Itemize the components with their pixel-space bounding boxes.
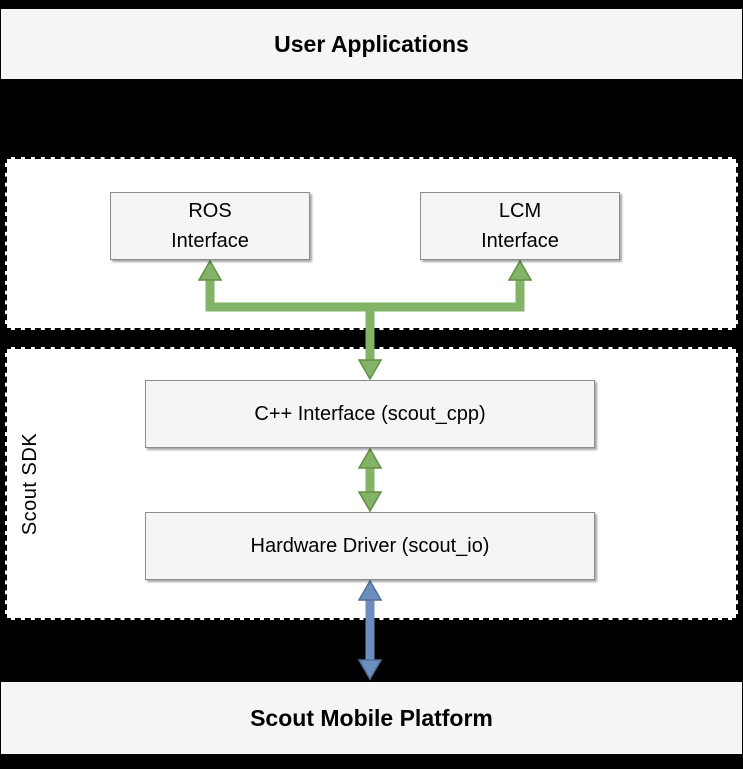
node-user-applications: User Applications	[0, 8, 743, 80]
node-lcm-interface: LCM Interface	[420, 192, 620, 260]
node-hardware-driver: Hardware Driver (scout_io)	[145, 512, 595, 580]
node-scout-mobile-platform: Scout Mobile Platform	[0, 681, 743, 755]
node-ros-interface: ROS Interface	[110, 192, 310, 260]
node-cpp-interface: C++ Interface (scout_cpp)	[145, 380, 595, 448]
sdk-section-label: Scout SDK	[19, 432, 41, 535]
